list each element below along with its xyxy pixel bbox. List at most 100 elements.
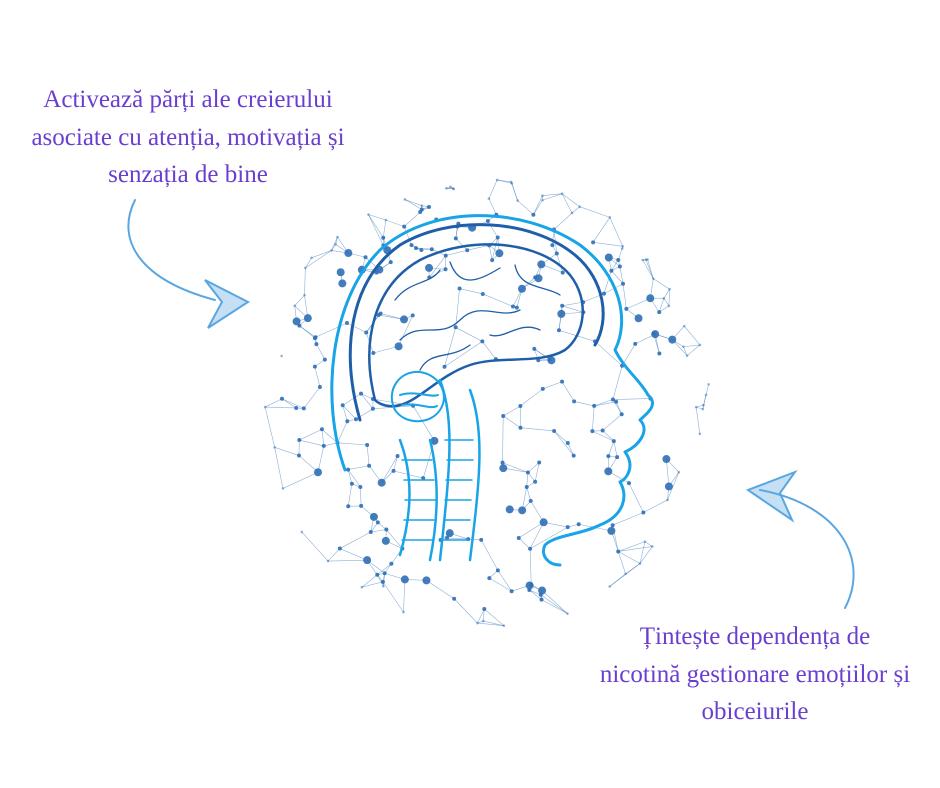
network-link (609, 563, 641, 587)
network-link (529, 522, 544, 549)
network-link (488, 245, 493, 261)
network-link (642, 259, 654, 279)
network-link (274, 447, 284, 489)
network-node (495, 568, 500, 573)
network-link (265, 398, 283, 408)
network-node (346, 504, 351, 509)
network-node (453, 325, 458, 330)
network-node (400, 575, 409, 584)
brain-folds (394, 261, 561, 371)
network-node (345, 419, 350, 424)
network-link (683, 344, 700, 348)
caption-line: Activează părți ale creierului (43, 86, 333, 113)
network-link (386, 529, 403, 549)
network-link (314, 366, 321, 388)
network-node (525, 470, 530, 475)
network-link (404, 199, 422, 210)
network-node (296, 453, 301, 458)
network-link (361, 581, 383, 588)
network-link (503, 415, 521, 428)
network-node (359, 503, 364, 508)
network-node (609, 268, 614, 273)
network-link (305, 257, 312, 269)
network-link (666, 459, 670, 487)
network-node (363, 255, 368, 260)
network-node (281, 487, 285, 490)
network-link (527, 462, 540, 473)
network-link (529, 548, 532, 585)
network-node (443, 253, 448, 258)
network-node (480, 339, 485, 344)
network-link (562, 305, 584, 313)
network-node (367, 463, 372, 468)
network-link (299, 325, 316, 338)
network-link (668, 289, 670, 306)
network-node (565, 525, 570, 530)
head-outline (330, 214, 655, 567)
network-node (409, 243, 414, 248)
network-node (369, 512, 378, 521)
network-node (510, 304, 515, 309)
network-link (561, 381, 575, 402)
network-link (612, 512, 644, 526)
network-link (342, 405, 348, 422)
network-link (663, 289, 670, 299)
network-link (628, 482, 644, 513)
network-node (616, 257, 621, 262)
network-node (560, 270, 565, 275)
network-link (503, 405, 521, 417)
network-node (509, 180, 513, 184)
network-node (646, 258, 649, 261)
network-link (502, 462, 529, 473)
network-node (662, 455, 671, 464)
network-link (348, 465, 370, 470)
cerebellum (390, 370, 445, 423)
network-link (347, 469, 361, 488)
network-node (429, 247, 434, 252)
network-node (353, 417, 358, 422)
network-link (705, 384, 709, 395)
network-link (404, 199, 422, 206)
network-node (420, 204, 424, 207)
network-node (524, 484, 529, 489)
network-link (366, 444, 370, 466)
network-node (490, 258, 495, 263)
network-link (321, 429, 325, 446)
network-node (273, 446, 276, 449)
network-link (618, 541, 646, 552)
network-link (376, 574, 384, 587)
caption-left: Activează părți ale creierului asociate … (8, 81, 368, 194)
network-node (310, 256, 313, 260)
network-node (340, 403, 345, 408)
network-link (702, 394, 707, 410)
network-node (502, 624, 506, 627)
network-link (561, 193, 580, 207)
network-link (541, 599, 568, 614)
network-link (567, 442, 574, 456)
network-link (459, 288, 483, 295)
network-link (299, 439, 324, 447)
network-node (619, 412, 624, 417)
network-link (613, 441, 618, 458)
network-link (491, 237, 499, 261)
network-link (480, 539, 499, 571)
network-node (360, 585, 364, 589)
network-link (339, 548, 368, 561)
network-node (537, 260, 546, 269)
network-node (303, 314, 312, 323)
network-link (303, 386, 321, 409)
network-node (591, 240, 596, 245)
network-node (641, 510, 646, 515)
network-link (592, 430, 614, 442)
network-node (538, 586, 547, 595)
network-node (518, 506, 527, 515)
network-link (265, 406, 297, 409)
network-link (529, 589, 542, 600)
network-node (702, 403, 705, 407)
network-node (338, 279, 347, 288)
network-node (402, 610, 405, 614)
network-link (526, 486, 532, 501)
network-node (394, 342, 403, 351)
network-node (541, 194, 544, 198)
network-node (481, 619, 485, 623)
